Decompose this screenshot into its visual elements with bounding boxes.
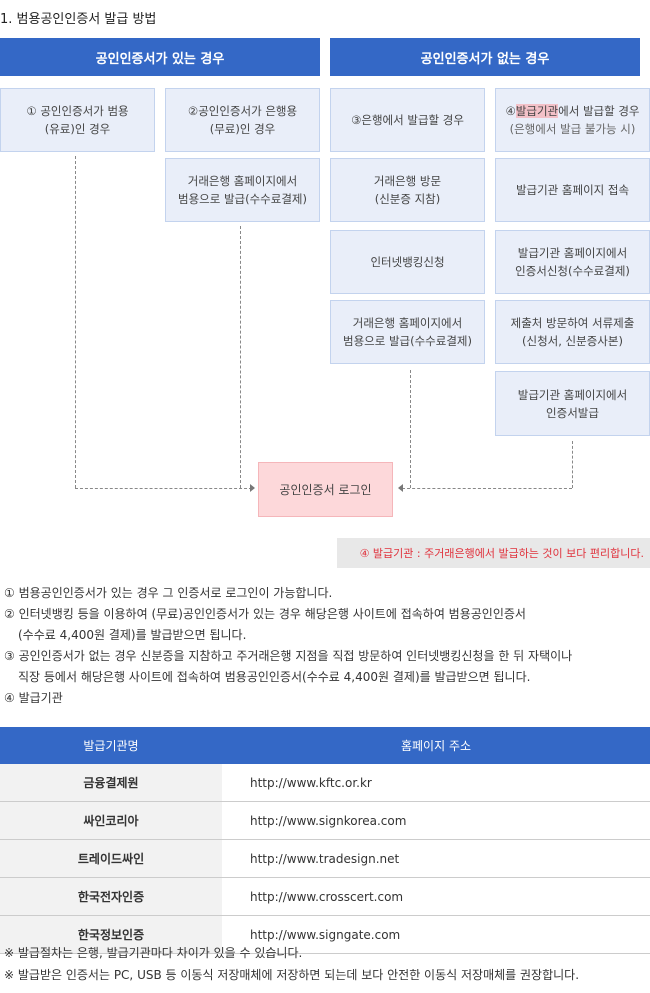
issuer-name: 한국전자인증 [0, 877, 222, 916]
note-item: ① 범용공인인증서가 있는 경우 그 인증서로 로그인이 가능합니다. [4, 586, 333, 600]
notes-list: ① 범용공인인증서가 있는 경우 그 인증서로 로그인이 가능합니다. ② 인터… [4, 583, 650, 709]
issuer-name: 한국정보인증 [0, 915, 222, 954]
step-line: (신청서, 신분증사본) [522, 334, 623, 348]
connector-line [410, 370, 411, 488]
connector-line [240, 226, 241, 488]
note-item: (수수료 4,400원 결제)를 발급받으면 됩니다. [18, 628, 247, 642]
case-line: ③은행에서 발급할 경우 [351, 113, 464, 127]
case-box-1: ① 공인인증서가 범용 (유료)인 경우 [0, 88, 155, 152]
connector-line [572, 441, 573, 488]
arrow-right-icon [250, 484, 255, 492]
step-line: 인증서발급 [546, 405, 599, 420]
issuer-url[interactable]: http://www.kftc.or.kr [222, 764, 650, 802]
issuer-note: ④ 발급기관 : 주거래은행에서 발급하는 것이 보다 편리합니다. [337, 538, 650, 568]
note-item: ② 인터넷뱅킹 등을 이용하여 (무료)공인인증서가 있는 경우 해당은행 사이… [4, 607, 526, 621]
case-box-4: ④발급기관에서 발급할 경우 (은행에서 발급 불가능 시) [495, 88, 650, 152]
column-header: 홈페이지 주소 [222, 727, 650, 764]
connector-line [402, 488, 572, 489]
step-box: 제출처 방문하여 서류제출 (신청서, 신분증사본) [495, 300, 650, 364]
step-line: 발급기관 홈페이지 접속 [515, 183, 630, 197]
step-line: 거래은행 홈페이지에서 [187, 174, 298, 188]
footer-note: ※ 발급절차는 은행, 발급기관마다 차이가 있을 수 있습니다. [4, 946, 303, 960]
step-line: 거래은행 방문 [373, 174, 442, 188]
issuer-url[interactable]: http://www.signkorea.com [222, 801, 650, 840]
step-box: 인터넷뱅킹신청 [330, 230, 485, 294]
step-line: 거래은행 홈페이지에서 [352, 316, 463, 330]
issuer-name: 금융결제원 [0, 764, 222, 802]
footer-notes: ※ 발급절차는 은행, 발급기관마다 차이가 있을 수 있습니다. ※ 발급받은… [4, 942, 579, 986]
issuer-name: 싸인코리아 [0, 801, 222, 840]
step-line: 범용으로 발급(수수료결제) [342, 334, 472, 348]
connector-line [75, 488, 252, 489]
issuer-url[interactable]: http://www.signgate.com [222, 915, 650, 954]
highlighted-term: 발급기관 [515, 104, 559, 118]
case-line: ②공인인증서가 은행용 [187, 104, 298, 118]
case-line: (유료)인 경우 [44, 122, 111, 136]
column-header: 발급기관명 [0, 727, 222, 764]
step-box: 발급기관 홈페이지 접속 [495, 158, 650, 222]
header-without-cert: 공인인증서가 없는 경우 [330, 38, 640, 76]
case-number: ④ [505, 104, 516, 118]
header-with-cert: 공인인증서가 있는 경우 [0, 38, 320, 76]
issuer-url[interactable]: http://www.crosscert.com [222, 877, 650, 916]
case-line: ① 공인인증서가 범용 [26, 104, 129, 118]
step-line: 발급기관 홈페이지에서 [517, 246, 628, 260]
cert-login-box: 공인인증서 로그인 [258, 462, 393, 517]
note-item: ③ 공인인증서가 없는 경우 신분증을 지참하고 주거래은행 지점을 직접 방문… [4, 649, 573, 663]
connector-line [75, 156, 76, 488]
footer-note: ※ 발급받은 인증서는 PC, USB 등 이동식 저장매체에 저장하면 되는데… [4, 968, 580, 982]
step-line: 제출처 방문하여 서류제출 [510, 316, 635, 330]
step-line: 인터넷뱅킹신청 [370, 255, 445, 269]
case-text: 에서 발급할 경우 [558, 104, 640, 118]
section-title: 1. 범용공인인증서 발급 방법 [0, 12, 157, 27]
arrow-left-icon [398, 484, 403, 492]
case-subtext: (은행에서 발급 불가능 시) [509, 122, 636, 136]
step-line: 인증서신청(수수료결제) [515, 264, 630, 278]
note-item: 직장 등에서 해당은행 사이트에 접속하여 범용공인인증서(수수료 4,400원… [18, 670, 531, 684]
step-line: (신분증 지참) [374, 192, 441, 206]
step-line: 발급기관 홈페이지에서 [517, 387, 628, 402]
case-box-3: ③은행에서 발급할 경우 [330, 88, 485, 152]
step-box: 거래은행 방문 (신분증 지참) [330, 158, 485, 222]
case-box-2: ②공인인증서가 은행용 (무료)인 경우 [165, 88, 320, 152]
issuer-url[interactable]: http://www.tradesign.net [222, 839, 650, 878]
issuer-name: 트레이드싸인 [0, 839, 222, 878]
case-line: (무료)인 경우 [209, 122, 276, 136]
step-line: 범용으로 발급(수수료결제) [177, 192, 307, 206]
note-item: ④ 발급기관 [4, 691, 63, 705]
